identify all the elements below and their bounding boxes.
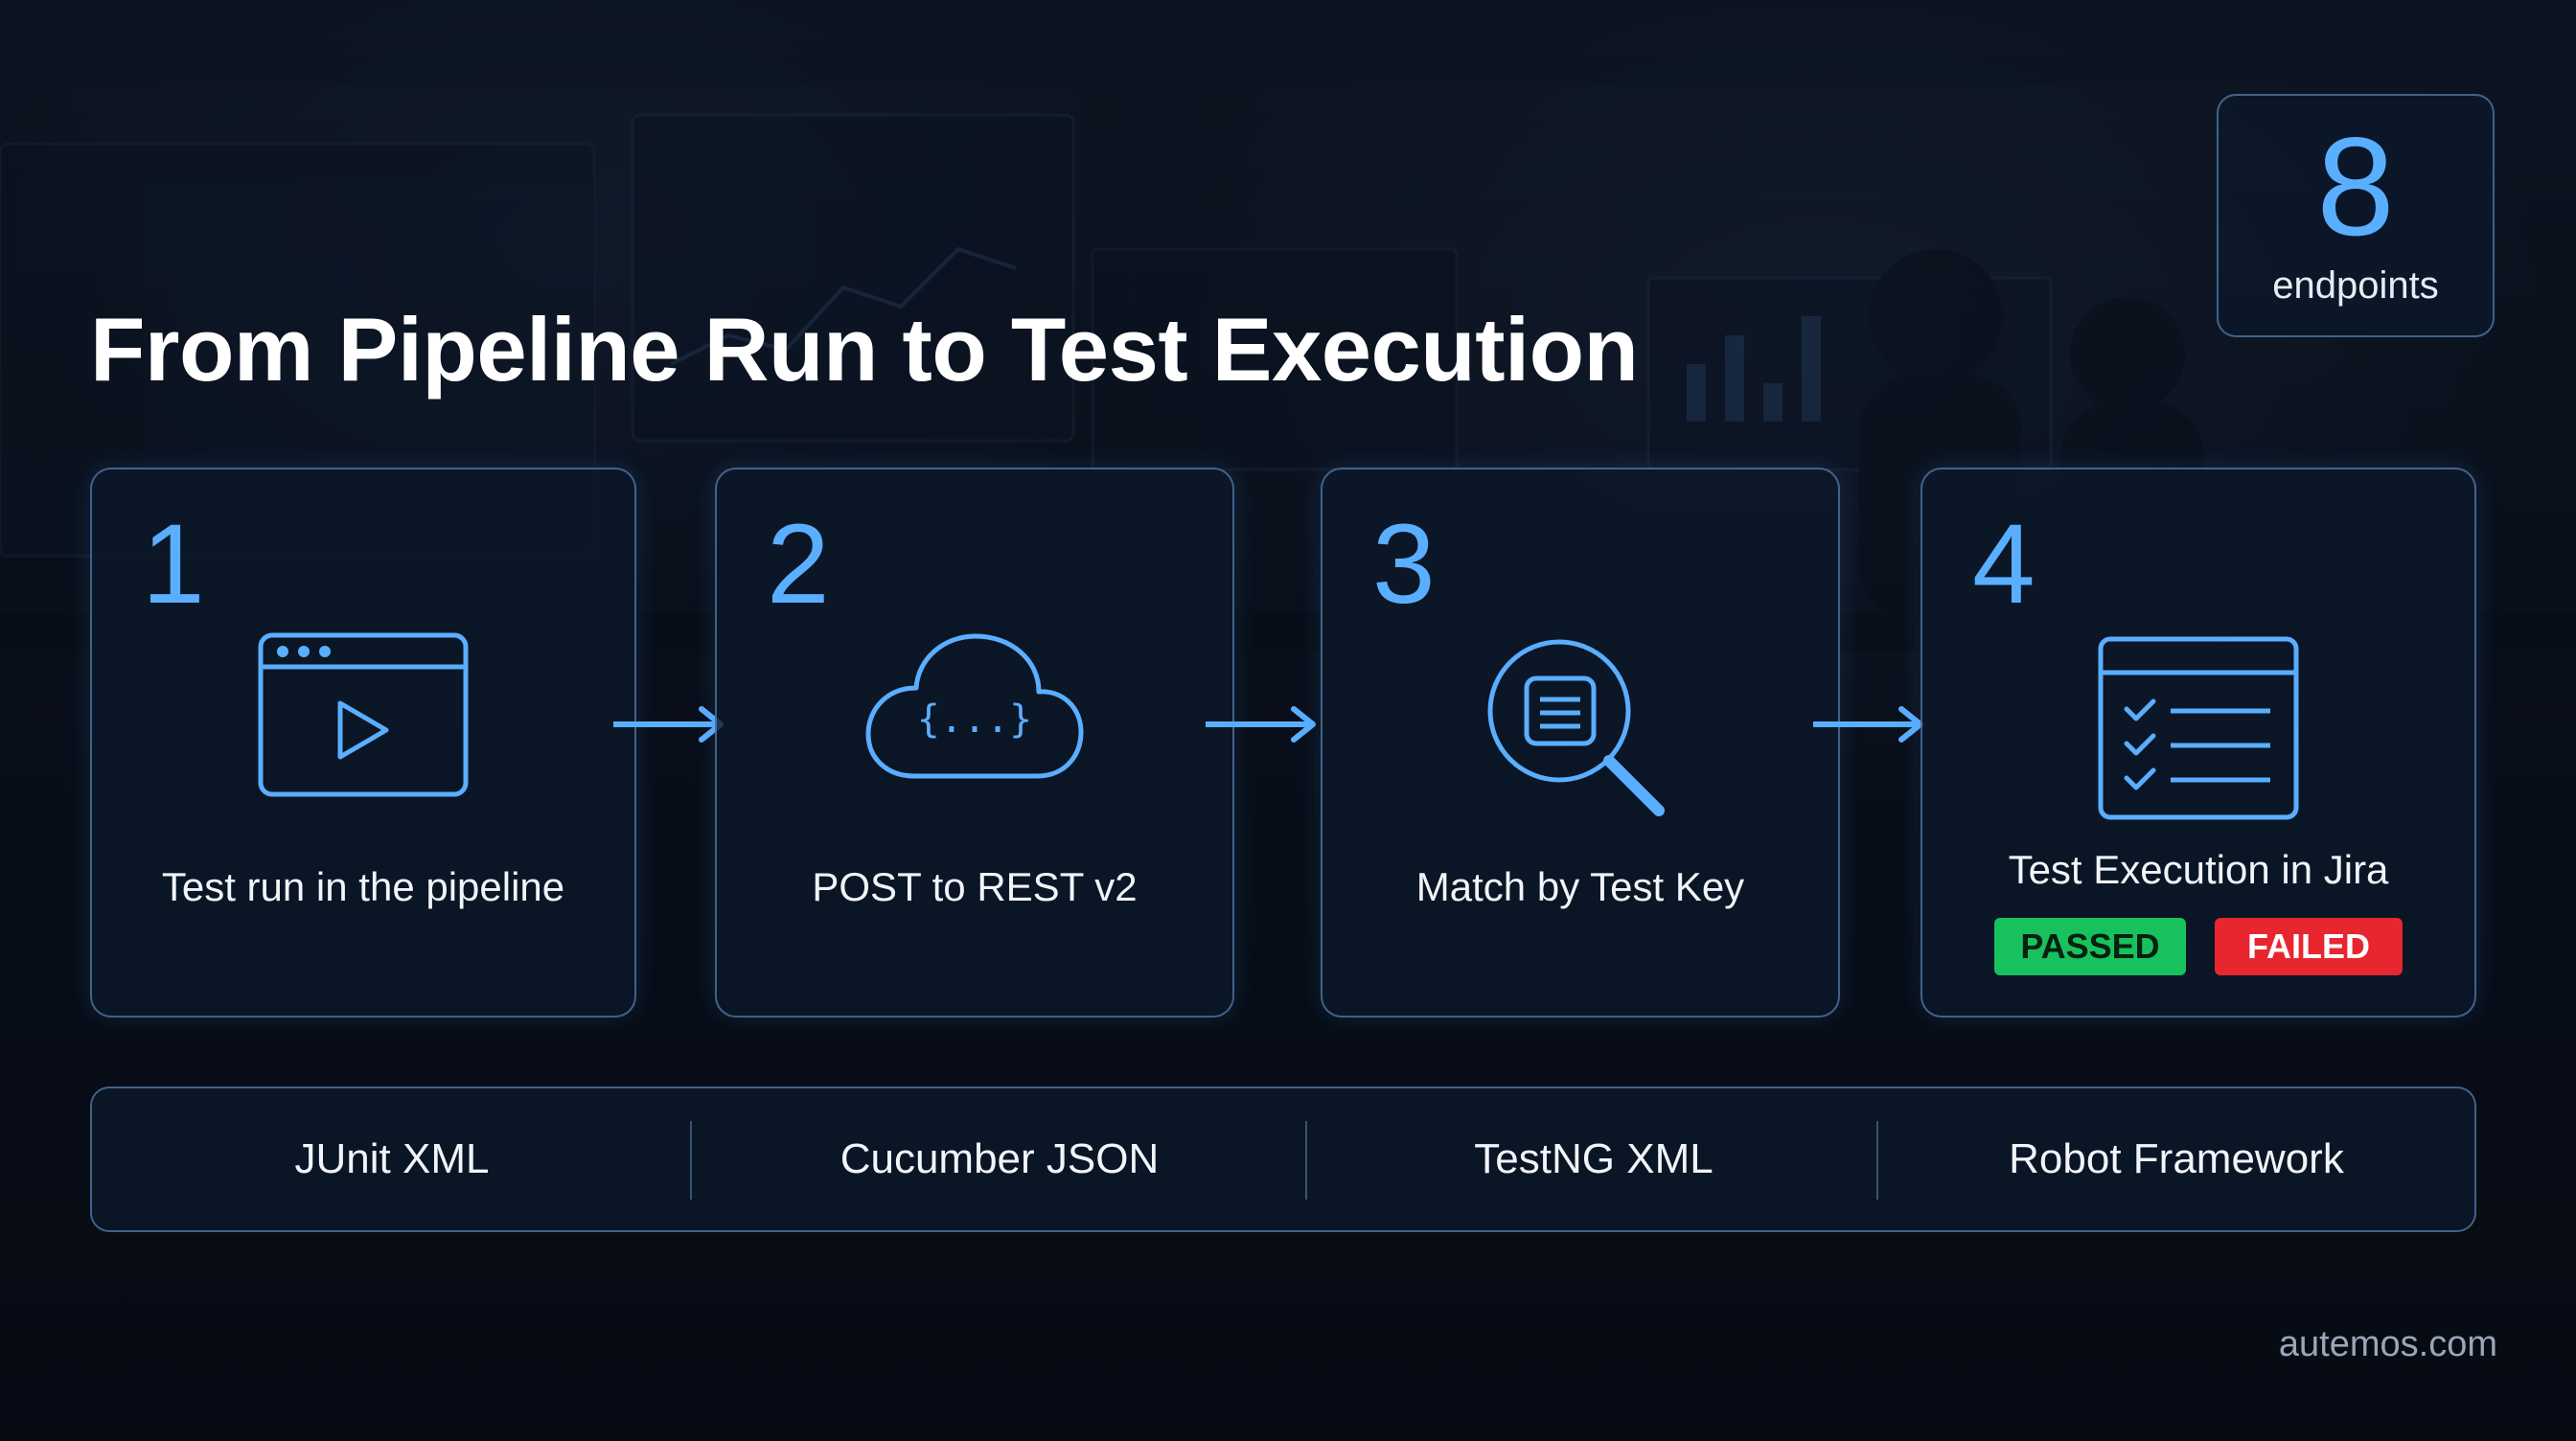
- checklist-icon: [2098, 636, 2299, 820]
- step-number: 3: [1372, 501, 1436, 628]
- endpoints-count: 8: [2316, 108, 2395, 264]
- format-divider: [690, 1121, 692, 1200]
- step-card-3: 3 Match by Test Key: [1321, 468, 1840, 1018]
- format-testng-xml: TestNG XML: [1474, 1135, 1714, 1182]
- step-card-1: 1 Test run in the pipeline: [90, 468, 636, 1018]
- json-braces-text: {...}: [916, 698, 1033, 742]
- document-search-icon: [1487, 639, 1665, 816]
- step-label: POST to REST v2: [812, 864, 1138, 909]
- footer-domain: autemos.com: [2278, 1324, 2497, 1364]
- format-divider: [1876, 1121, 1878, 1200]
- step-number: 1: [142, 501, 205, 628]
- status-badges: PASSED FAILED: [1922, 918, 2474, 975]
- step-label: Test run in the pipeline: [161, 864, 565, 909]
- endpoints-badge: 8 endpoints: [2217, 94, 2495, 337]
- format-robot-framework: Robot Framework: [2009, 1135, 2344, 1182]
- cloud-json-icon: [865, 633, 1084, 779]
- page-title: From Pipeline Run to Test Execution: [90, 299, 1639, 400]
- arrow-right-icon: [613, 706, 724, 743]
- arrow-right-icon: [1813, 706, 1923, 743]
- step-number: 2: [767, 501, 830, 628]
- step-card-2: 2 {...} POST to REST v2: [715, 468, 1234, 1018]
- browser-play-icon: [258, 632, 469, 797]
- step-number: 4: [1972, 501, 2036, 628]
- step-label: Match by Test Key: [1415, 864, 1745, 909]
- supported-formats-bar: JUnit XML Cucumber JSON TestNG XML Robot…: [90, 1086, 2476, 1232]
- status-badge-failed: FAILED: [2215, 918, 2403, 975]
- format-junit-xml: JUnit XML: [294, 1135, 490, 1182]
- endpoints-label: endpoints: [2272, 264, 2439, 307]
- arrow-right-icon: [1206, 706, 1316, 743]
- step-label: Test Execution in Jira: [2008, 847, 2389, 892]
- format-cucumber-json: Cucumber JSON: [840, 1135, 1160, 1182]
- format-divider: [1305, 1121, 1307, 1200]
- step-card-4: 4 Test Execution in Jira PASSED FAILED: [1920, 468, 2476, 1018]
- status-badge-passed: PASSED: [1994, 918, 2186, 975]
